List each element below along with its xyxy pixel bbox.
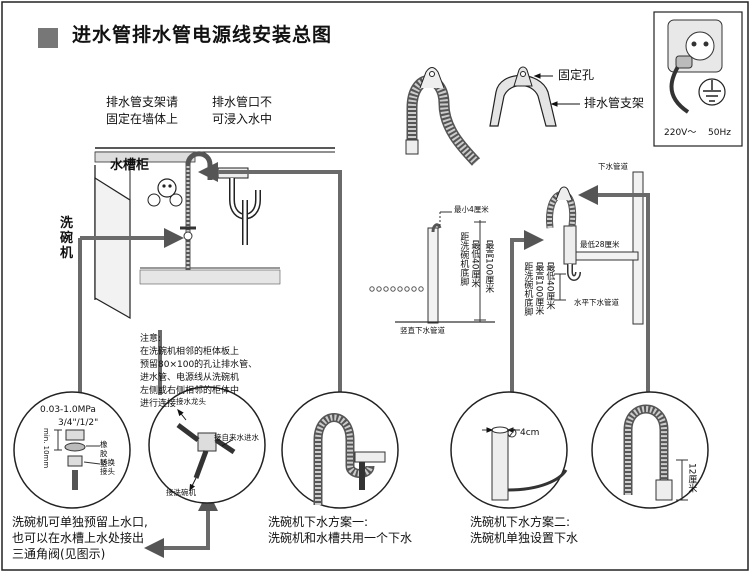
valve-from-tap: 接自来水进水 [214, 433, 259, 442]
vertical-height-spec-2: 最低40厘米 [469, 240, 480, 288]
note-line-2: 预留80×100的孔让排水管、 [140, 360, 258, 370]
label-sink-cabinet: 水槽柜 [110, 158, 150, 173]
valve-faucet: 接水龙头 [176, 397, 206, 406]
inlet-thread: 3/4"/1/2" [58, 418, 99, 428]
label-dishwasher-3: 机 [60, 246, 74, 261]
inlet-gasket: 橡胶垫 [100, 440, 108, 468]
horizontal-drain-diagram [546, 171, 644, 325]
caption-scheme2-1: 洗碗机下水方案二: [470, 515, 571, 529]
horizontal-height-spec-2: 最高100厘米 [533, 262, 544, 316]
caption-scheme1-1: 洗碗机下水方案一: [268, 515, 369, 529]
label-drain-bracket: 排水管支架 [584, 96, 645, 110]
inlet-fitting-circle [13, 391, 131, 509]
inlet-adapter-2: 接头 [100, 467, 115, 476]
page-title: 进水管排水管电源线安装总图 [72, 24, 333, 46]
inlet-length: min. 10mm [42, 428, 51, 469]
label-outlet-2: 可浸入水中 [212, 112, 273, 126]
inlet-adapter-1: 转换 [100, 458, 115, 467]
caption-left-3: 三通角阀(见图示) [12, 547, 106, 561]
ground-symbol-icon [698, 78, 726, 106]
drain-hose-height-circle [591, 391, 709, 509]
power-frequency: 50Hz [708, 128, 731, 138]
drain-scheme-two-circle [450, 391, 568, 509]
drain-scheme-one-circle [281, 391, 399, 509]
vertical-min-height: 最小4厘米 [454, 205, 489, 214]
scheme-two-diameter: 4cm [520, 428, 540, 438]
note-heading: 注意: [140, 334, 162, 344]
label-dishwasher-1: 洗 [60, 216, 74, 231]
power-plug-box [653, 11, 743, 147]
note-line-5: 进行连接 [140, 399, 177, 409]
power-voltage: 220V～ [664, 128, 697, 138]
caption-left-1: 洗碗机可单独预留上水口, [12, 515, 148, 529]
note-line-3: 进水管、电源线从洗碗机 [140, 373, 240, 383]
drain-hose-with-bracket [405, 67, 481, 166]
valve-to-machine: 接洗碗机 [166, 488, 196, 497]
horizontal-caption: 水平下水管道 [574, 298, 619, 307]
drain-bracket-part [489, 66, 557, 127]
label-bracket-wall-2: 固定在墙体上 [106, 112, 179, 126]
inlet-pressure: 0.03-1.0MPa [40, 405, 96, 415]
label-outlet-1: 排水管口不 [212, 95, 273, 109]
title-square [38, 28, 58, 48]
label-fixing-hole: 固定孔 [558, 68, 595, 82]
caption-left-2: 也可以在水槽上水处接出 [12, 531, 145, 545]
vertical-height-spec-3: 最高100厘米 [483, 240, 494, 294]
horizontal-min-height: 最低28厘米 [580, 240, 620, 249]
caption-scheme1-2: 洗碗机和水槽共用一个下水 [268, 531, 413, 545]
note-line-1: 在洗碗机相邻的柜体板上 [140, 347, 240, 357]
vertical-height-spec-1: 距洗碗机底脚 [458, 232, 469, 286]
horizontal-height-spec-3: 最低40厘米 [544, 262, 555, 310]
note-line-4: 左侧或右侧相邻的柜体中 [140, 386, 240, 396]
connector-arrows [78, 162, 650, 558]
horizontal-down-pipe: 下水管道 [598, 162, 628, 171]
label-bracket-wall-1: 排水管支架请 [106, 95, 179, 109]
sink-cabinet-scene [94, 147, 335, 320]
label-dishwasher-2: 碗 [60, 231, 74, 246]
vertical-drain-diagram [369, 211, 495, 324]
caption-scheme2-2: 洗碗机单独设置下水 [470, 531, 579, 545]
vertical-caption: 竖直下水管道 [400, 326, 445, 335]
horizontal-height-spec-1: 距洗碗机底脚 [522, 262, 533, 316]
hose-height: 12厘米 [686, 463, 697, 493]
angle-valve-circle [148, 386, 266, 504]
